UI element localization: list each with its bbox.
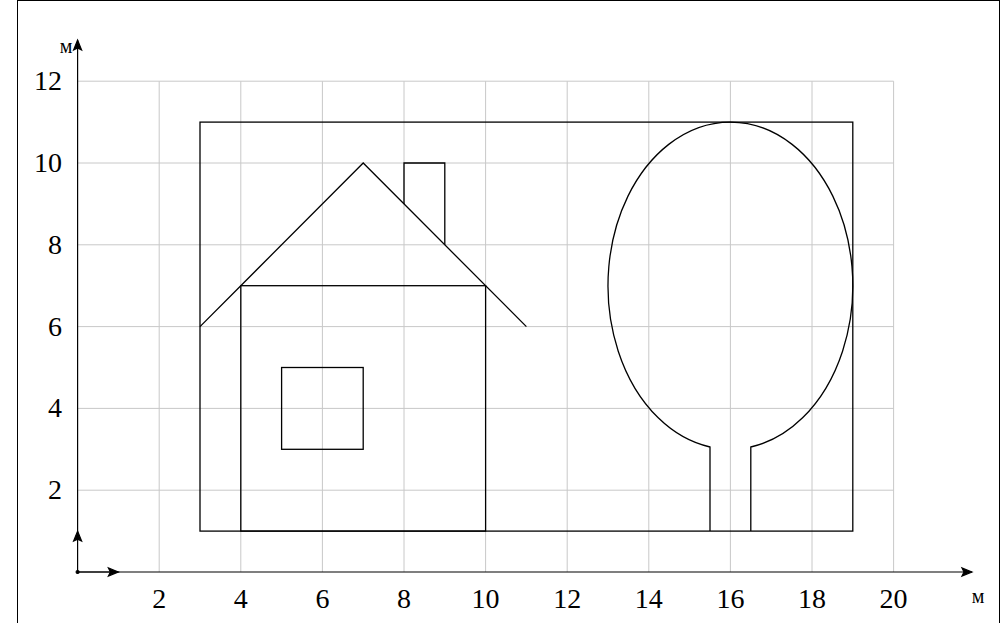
tick-label: 8: [48, 231, 62, 259]
picture: [200, 122, 853, 531]
tick-label: 18: [798, 585, 826, 613]
axis-unit: м: [972, 586, 985, 606]
tick-label: 12: [553, 585, 581, 613]
picture-frame: [200, 122, 853, 531]
tick-label: 2: [152, 585, 166, 613]
tree: [608, 122, 853, 531]
tick-label: 6: [315, 585, 329, 613]
tick-label: 12: [34, 67, 62, 95]
tick-label: 14: [635, 585, 663, 613]
tick-label: 20: [880, 585, 908, 613]
house-wall: [241, 286, 486, 531]
axes: [74, 40, 972, 576]
house-window: [282, 368, 364, 450]
house-roof: [200, 163, 526, 327]
tick-label: 2: [48, 476, 62, 504]
tick-label: 8: [397, 585, 411, 613]
tick-label: 10: [34, 149, 62, 177]
tick-label: 10: [472, 585, 500, 613]
tick-label: 6: [48, 313, 62, 341]
page-frame: [18, 0, 1000, 623]
tick-label: 4: [234, 585, 248, 613]
axis-unit: м: [60, 36, 73, 56]
chimney: [404, 163, 445, 245]
grid: [78, 81, 894, 572]
tick-label: 16: [716, 585, 744, 613]
tick-label: 4: [48, 394, 62, 422]
